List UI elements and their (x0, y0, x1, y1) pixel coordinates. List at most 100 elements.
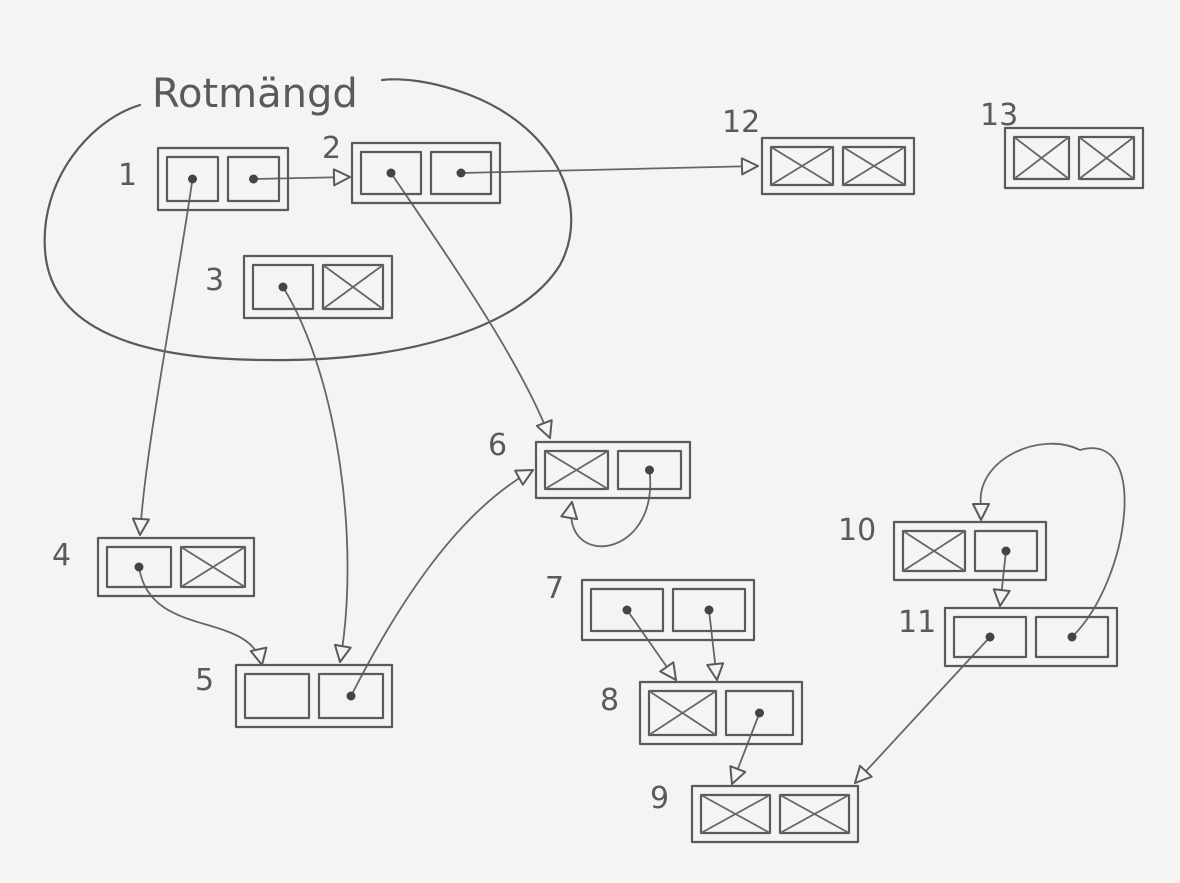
edge-line (854, 636, 991, 784)
edge-line (979, 442, 1126, 638)
arrowhead-icon (535, 419, 553, 439)
cell-null (778, 793, 851, 835)
edge-7-to-8 (706, 609, 725, 681)
node-box (234, 663, 394, 729)
node-box (943, 606, 1119, 668)
cell-pointer (589, 587, 665, 633)
arrowhead-icon (560, 501, 579, 521)
pointer-dot-icon (1067, 632, 1077, 642)
node-3: 3 (205, 254, 394, 320)
node-label: 9 (650, 781, 669, 816)
node-2: 2 (322, 131, 502, 205)
cell-pointer (952, 615, 1028, 659)
pointer-dot-icon (346, 691, 356, 701)
node-7: 7 (545, 571, 756, 642)
cell-pointer (105, 545, 173, 589)
node-box (1003, 126, 1145, 190)
node-box (156, 146, 290, 212)
edge-7-to-8 (626, 609, 677, 681)
node-label: 13 (980, 98, 1018, 133)
node-11: 11 (898, 605, 1119, 668)
cell-pointer (671, 587, 747, 633)
node-label: 1 (118, 158, 137, 193)
node-label: 10 (838, 513, 876, 548)
node-label: 5 (195, 663, 214, 698)
edge-11-to-9 (854, 636, 991, 784)
node-label: 12 (722, 105, 760, 140)
null-cross-icon (902, 530, 966, 572)
null-cross-icon (544, 450, 609, 490)
edge-3-to-5 (282, 286, 352, 663)
root-set-label: Rotmängd (152, 71, 358, 117)
null-cross-icon (1078, 136, 1135, 180)
node-13: 13 (980, 98, 1145, 190)
pointer-dot-icon (456, 168, 466, 178)
pointer-dot-icon (278, 282, 288, 292)
pointer-dot-icon (704, 605, 714, 615)
node-6: 6 (488, 428, 692, 500)
cell-null (699, 793, 772, 835)
node-box (580, 578, 756, 642)
cell-null (179, 545, 247, 589)
cell-pointer (1034, 615, 1110, 659)
pointer-dot-icon (134, 562, 144, 572)
node-label: 8 (600, 683, 619, 718)
node-label: 6 (488, 428, 507, 463)
node-box (534, 440, 692, 500)
edge-line (390, 172, 551, 439)
pointer-dot-icon (622, 605, 632, 615)
arrowhead-icon (332, 168, 351, 187)
edge-line (570, 469, 652, 548)
cell-null (1077, 135, 1136, 181)
edge-line (139, 178, 194, 536)
edge-line (350, 469, 534, 697)
node-box (242, 254, 394, 320)
cell-pointer (165, 155, 220, 203)
null-cross-icon (180, 546, 246, 588)
null-cross-icon (770, 146, 834, 186)
pointer-dot-icon (249, 174, 258, 184)
cell-pointer (317, 672, 385, 720)
cell-pointer (724, 689, 795, 737)
arrowhead-icon (131, 517, 150, 536)
edge-2-to-6 (390, 172, 553, 439)
edge-11-to-10 (972, 442, 1126, 638)
node-box (690, 784, 860, 844)
edge-line (138, 566, 263, 666)
cell-pointer (251, 263, 315, 311)
arrowhead-icon (740, 157, 759, 176)
edge-1-to-4 (131, 178, 194, 536)
pointer-dot-icon (386, 168, 396, 178)
cell-null (647, 689, 718, 737)
edge-2-to-12 (460, 157, 759, 176)
node-box (760, 136, 916, 196)
node-label: 11 (898, 605, 936, 640)
node-label: 4 (52, 538, 71, 573)
edge-10-to-11 (992, 550, 1011, 607)
pointer-dot-icon (755, 708, 764, 718)
cell-pointer (359, 150, 423, 196)
edge-5-to-6 (350, 469, 534, 697)
cell-pointer (616, 449, 683, 491)
arrowhead-icon (706, 662, 725, 681)
node-label: 7 (545, 571, 564, 606)
cell-null (769, 145, 835, 187)
node-5: 5 (195, 663, 394, 729)
edge-line (282, 286, 349, 663)
node-4: 4 (52, 536, 256, 598)
node-label: 2 (322, 131, 341, 166)
pointer-dot-icon (188, 174, 197, 184)
edge-8-to-9 (729, 712, 761, 785)
arrowhead-icon (659, 661, 677, 681)
pointer-dot-icon (645, 465, 654, 475)
node-12: 12 (722, 105, 916, 196)
node-1: 1 (118, 146, 290, 212)
node-box (96, 536, 256, 598)
cell-pointer (973, 529, 1039, 573)
node-10: 10 (838, 513, 1048, 582)
edge-6-to-6 (560, 469, 652, 548)
null-cross-icon (1013, 136, 1070, 180)
